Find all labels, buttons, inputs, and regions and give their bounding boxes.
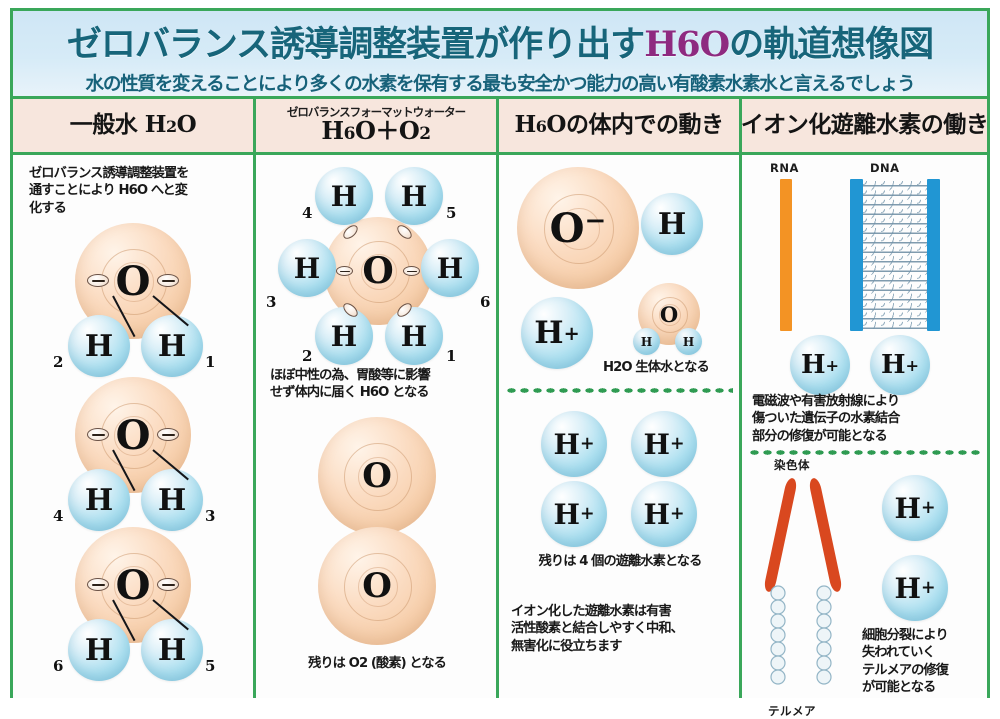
atom-number: 3 — [266, 293, 277, 311]
atom-oxygen: O — [318, 417, 436, 535]
column-body-general-water: ゼロバランス誘導調整装置を 通すことにより H6O へと変 化する O H H — [13, 155, 253, 698]
columns-container: 一般水 H2O ゼロバランス誘導調整装置を 通すことにより H6O へと変 化す… — [13, 99, 989, 718]
atom-hydrogen: H — [141, 469, 203, 531]
caption-ionized-top: 電磁波や有害放射線により 傷ついた遺伝子の水素結合 部分の修復が可能となる — [752, 394, 900, 444]
caption-biological-water: H2O 生体水となる — [603, 360, 710, 375]
chromatid-right — [807, 477, 844, 593]
atom-hydrogen: H — [633, 328, 660, 355]
atom-hydrogen: H — [421, 239, 479, 297]
page-subtitle: 水の性質を変えることにより多くの水素を保有する最も安全かつ能力の高い有酸素水素水… — [85, 74, 916, 95]
electron-lens — [340, 222, 361, 242]
rna-strand — [780, 179, 792, 331]
atom-number: 3 — [205, 507, 216, 525]
column-ionized-hydrogen: イオン化遊離水素の働き RNA DNA H+ H+ 電磁波や有害放 — [740, 99, 989, 718]
atom-number: 4 — [53, 507, 64, 525]
atom-proton: H+ — [882, 555, 948, 621]
electron-lens — [157, 428, 179, 441]
dna-strand-left — [850, 179, 863, 331]
atom-number: 4 — [302, 204, 313, 222]
column-title-h6o-body: H6Oの体内での動き — [514, 111, 724, 139]
atom-hydrogen: H — [68, 315, 130, 377]
atom-oxygen: O — [318, 527, 436, 645]
title-text-post: の軌道想像図 — [729, 24, 934, 65]
section-divider — [505, 387, 733, 394]
column-header-h6o-body: H6Oの体内での動き — [499, 99, 739, 155]
dna-helix-coils — [863, 181, 927, 329]
column-body-ionized: RNA DNA H+ H+ 電磁波や有害放射線により 傷ついた遺伝子の水素結合 … — [742, 155, 987, 718]
atom-oxygen: O − — [517, 167, 639, 289]
atom-proton: H+ — [631, 481, 697, 547]
atom-hydrogen: H — [278, 239, 336, 297]
title-text-highlight: H6O — [644, 24, 730, 65]
column-title-zero-balance: H6O＋O2 — [321, 116, 431, 146]
telomere-label: テルメア — [768, 704, 816, 718]
title-text-pre: ゼロバランス誘導調整装置が作り出す — [66, 24, 645, 65]
atom-number: 6 — [480, 293, 491, 311]
atom-hydrogen: H — [315, 167, 373, 225]
atom-number: 2 — [302, 347, 313, 365]
caption-zero-balance-mid: ほぼ中性の為、胃酸等に影響 せず体内に届く H6O となる — [270, 368, 431, 401]
atom-hydrogen: H — [141, 619, 203, 681]
atom-hydrogen: H — [68, 619, 130, 681]
electron-lens — [157, 274, 179, 287]
atom-proton: H+ — [790, 335, 850, 395]
column-subtitle-zero-balance: ゼロバランスフォーマットウォーター — [286, 104, 466, 119]
electron-lens — [403, 266, 420, 276]
title-band: ゼロバランス誘導調整装置が作り出すH6Oの軌道想像図 水の性質を変えることにより… — [13, 11, 987, 99]
atom-proton: H+ — [631, 411, 697, 477]
caption-free-hydrogen: 残りは 4 個の遊離水素となる — [538, 554, 703, 569]
atom-proton: H+ — [521, 297, 593, 369]
atom-number: 6 — [53, 657, 64, 675]
caption-zero-balance-bottom: 残りは O2 (酸素) となる — [308, 656, 447, 671]
atom-proton: H+ — [870, 335, 930, 395]
atom-proton: H+ — [541, 481, 607, 547]
column-h6o-in-body: H6Oの体内での動き O − H O — [499, 99, 742, 698]
column-header-zero-balance: ゼロバランスフォーマットウォーター H6O＋O2 — [256, 99, 496, 155]
chromosome-label: 染色体 — [774, 458, 810, 472]
electron-lens — [87, 428, 109, 441]
atom-proton: H+ — [882, 475, 948, 541]
caption-general-water-top: ゼロバランス誘導調整装置を 通すことにより H6O へと変 化する — [29, 166, 189, 216]
caption-ionized-bottom: 細胞分裂により 失われていく テルメアの修復 が可能となる — [862, 628, 949, 696]
atom-hydrogen: H — [315, 307, 373, 365]
electron-lens — [157, 578, 179, 591]
atom-hydrogen: H — [385, 167, 443, 225]
column-body-zero-balance: O H H H — [256, 155, 496, 698]
column-general-water: 一般水 H2O ゼロバランス誘導調整装置を 通すことにより H6O へと変 化す… — [13, 99, 256, 698]
dna-strand-right — [927, 179, 940, 331]
atom-hydrogen: H — [141, 315, 203, 377]
electron-lens — [394, 222, 415, 242]
rna-label: RNA — [770, 161, 799, 175]
page-title: ゼロバランス誘導調整装置が作り出すH6Oの軌道想像図 — [13, 16, 987, 67]
chromatid-left — [762, 477, 799, 593]
section-divider — [748, 449, 981, 456]
telomere-beads — [770, 585, 832, 685]
atom-number: 5 — [205, 657, 216, 675]
atom-hydrogen: H — [385, 307, 443, 365]
atom-number: 5 — [446, 204, 457, 222]
electron-lens — [87, 578, 109, 591]
atom-hydrogen: H — [68, 469, 130, 531]
caption-h6o-bottom: イオン化した遊離水素は有害 活性酸素と結合しやすく中和、 無害化に役立ちます — [511, 604, 684, 654]
column-header-ionized: イオン化遊離水素の働き — [740, 99, 989, 155]
atom-number: 1 — [205, 353, 216, 371]
atom-hydrogen: H — [675, 328, 702, 355]
poster-root: ゼロバランス誘導調整装置が作り出すH6Oの軌道想像図 水の性質を変えることにより… — [10, 8, 990, 718]
column-title-ionized: イオン化遊離水素の働き — [740, 111, 989, 139]
column-zero-balance-water: ゼロバランスフォーマットウォーター H6O＋O2 O — [256, 99, 499, 698]
atom-number: 2 — [53, 353, 64, 371]
column-body-h6o: O − H O H H — [499, 155, 739, 698]
column-header-general-water: 一般水 H2O — [13, 99, 253, 155]
column-title-general-water: 一般水 H2O — [69, 111, 197, 139]
atom-proton: H+ — [541, 411, 607, 477]
atom-number: 1 — [446, 347, 457, 365]
electron-lens — [336, 266, 353, 276]
charge-sign: − — [584, 206, 607, 236]
atom-hydrogen: H — [641, 193, 703, 255]
electron-lens — [87, 274, 109, 287]
dna-label: DNA — [870, 161, 900, 175]
